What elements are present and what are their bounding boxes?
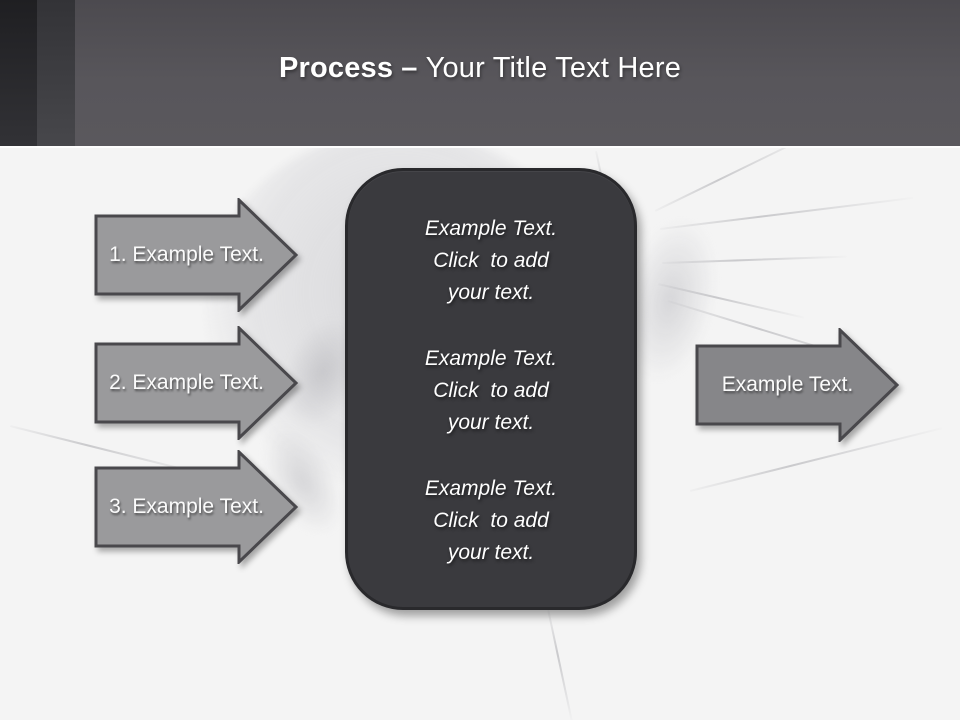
slide-title-keyword: Process — [278, 52, 394, 84]
corner-accent-band-mid — [37, 0, 75, 146]
process-arrow-output-label: Example Text. — [721, 373, 854, 396]
process-arrow-step-2-label: 2. Example Text. — [109, 371, 264, 394]
title-bar: Process–Your Title Text Here — [0, 0, 960, 148]
slide-title-dash: – — [401, 52, 418, 84]
center-text-block-3: Example Text. Click to add your text. — [424, 477, 558, 564]
mite-hair-line — [661, 255, 847, 264]
process-arrow-output[interactable]: Example Text. — [695, 328, 900, 442]
mite-hair-line — [657, 283, 805, 319]
center-text-block-1: Example Text. Click to add your text. — [424, 217, 558, 304]
slide-title[interactable]: Process–Your Title Text Here — [0, 52, 960, 85]
corner-accent-band-dark — [0, 0, 37, 146]
process-arrow-step-2[interactable]: 2. Example Text. — [94, 326, 299, 440]
process-arrow-step-1-label: 1. Example Text. — [109, 243, 264, 266]
center-text-box[interactable]: Example Text. Click to add your text. Ex… — [345, 168, 637, 610]
process-arrow-step-3[interactable]: 3. Example Text. — [94, 450, 299, 564]
center-text-block-2: Example Text. Click to add your text. — [424, 347, 558, 434]
process-arrow-step-3-label: 3. Example Text. — [109, 495, 264, 518]
mite-hair-line — [547, 608, 573, 720]
right-arrow-shape — [695, 328, 900, 442]
mite-hair-line — [659, 196, 914, 230]
process-arrow-step-1[interactable]: 1. Example Text. — [94, 198, 299, 312]
slide-title-text: Your Title Text Here — [425, 52, 682, 84]
